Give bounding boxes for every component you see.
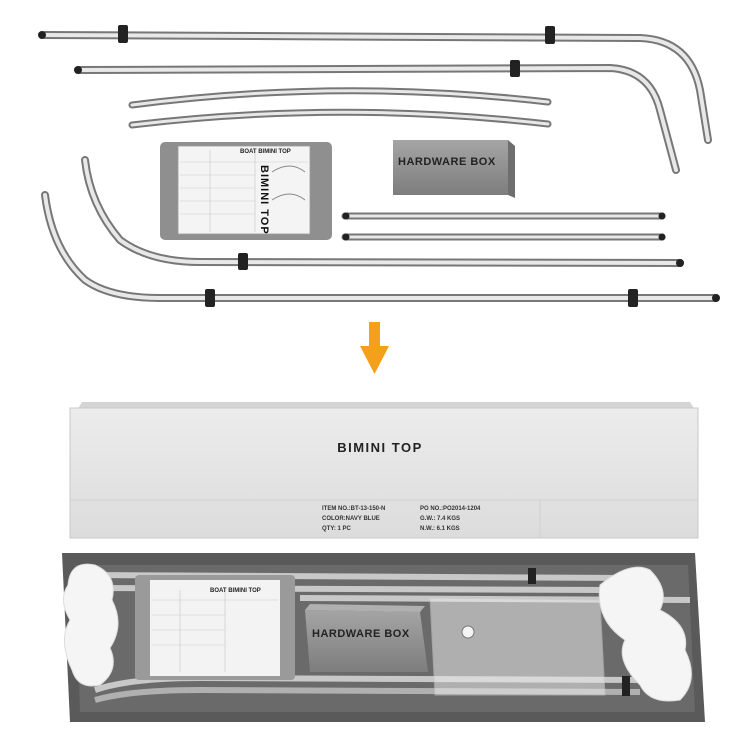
box-title: BIMINI TOP bbox=[337, 440, 423, 455]
pole-joint bbox=[545, 26, 555, 44]
pole-joint bbox=[510, 60, 520, 77]
pole-set bbox=[38, 25, 720, 307]
bow-pole-4 bbox=[41, 191, 720, 307]
curved-rod-pair bbox=[128, 87, 552, 129]
pole-joint bbox=[205, 289, 215, 307]
foam-wrap-right bbox=[598, 566, 692, 702]
bow-pole-1 bbox=[38, 25, 712, 144]
down-arrow-icon bbox=[360, 322, 389, 374]
box-gw: G.W.: 7.4 KGS bbox=[420, 516, 461, 522]
manual-title-in-box: BOAT BIMINI TOP bbox=[210, 588, 261, 594]
box-item-no: ITEM NO.:BT-13-150-N bbox=[322, 506, 386, 512]
manual-side-text: BIMINI TOP bbox=[258, 165, 270, 235]
bow-pole-3 bbox=[81, 156, 684, 270]
box-qty: QTY: 1 PC bbox=[322, 526, 351, 532]
hardware-box-top bbox=[393, 140, 515, 198]
pole-joint bbox=[628, 289, 638, 307]
manual-title: BOAT BIMINI TOP bbox=[240, 149, 291, 155]
bow-pole-2 bbox=[74, 60, 680, 174]
packaging-box-closed bbox=[69, 402, 699, 539]
box-nw: N.W.: 6.1 KGS bbox=[420, 526, 460, 532]
straight-rod-pair bbox=[341, 212, 666, 241]
pole-joint bbox=[238, 253, 248, 270]
packaging-box-open bbox=[62, 553, 705, 722]
box-color: COLOR:NAVY BLUE bbox=[322, 516, 380, 522]
hardware-box-label: HARDWARE BOX bbox=[398, 156, 496, 168]
hardware-box-label-in-box: HARDWARE BOX bbox=[312, 628, 410, 640]
box-po-no: PO NO.:PO2014-1204 bbox=[420, 506, 481, 512]
foam-wrap-left bbox=[63, 563, 119, 687]
instruction-manual bbox=[160, 142, 332, 240]
pole-joint bbox=[118, 25, 128, 43]
